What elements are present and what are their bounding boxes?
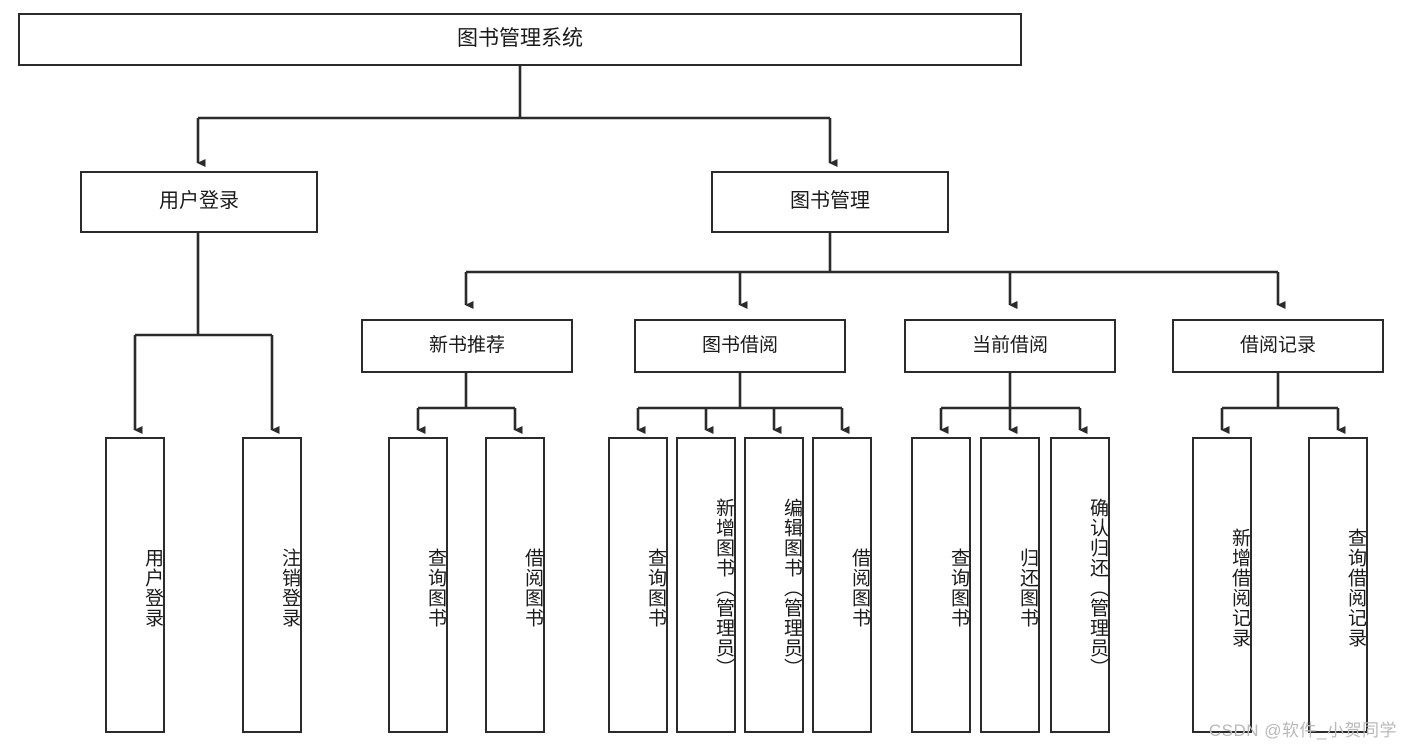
- node-current-borrow[interactable]: 当前借阅: [904, 319, 1116, 373]
- node-label: 注销登录: [279, 548, 300, 628]
- leaf-query-book-current[interactable]: 查询图书: [911, 437, 971, 733]
- node-label: 当前借阅: [971, 334, 1048, 356]
- leaf-add-borrow-record[interactable]: 新增借阅记录: [1192, 437, 1252, 733]
- node-label: 图书管理系统: [457, 27, 583, 51]
- leaf-logout[interactable]: 注销登录: [242, 437, 302, 733]
- node-label: 图书管理: [790, 190, 870, 213]
- leaf-confirm-return-admin[interactable]: 确认归还（管理员）: [1050, 437, 1110, 733]
- node-label: 借阅记录: [1239, 334, 1316, 356]
- leaf-user-login[interactable]: 用户登录: [105, 437, 165, 733]
- node-label: 借阅图书: [849, 548, 870, 628]
- node-root-book-management-system[interactable]: 图书管理系统: [18, 13, 1022, 66]
- leaf-borrow-book[interactable]: 借阅图书: [812, 437, 872, 733]
- node-label: 归还图书: [1017, 548, 1038, 628]
- leaf-query-book-recommend[interactable]: 查询图书: [388, 437, 448, 733]
- leaf-query-borrow-record[interactable]: 查询借阅记录: [1308, 437, 1368, 733]
- leaf-return-book[interactable]: 归还图书: [980, 437, 1040, 733]
- node-label: 图书借阅: [701, 334, 778, 356]
- node-label: 用户登录: [159, 190, 239, 213]
- node-label: 查询借阅记录: [1345, 528, 1366, 648]
- node-user-login[interactable]: 用户登录: [80, 171, 318, 233]
- node-label: 新书推荐: [428, 334, 505, 356]
- node-label: 用户登录: [142, 548, 163, 628]
- node-new-book-recommend[interactable]: 新书推荐: [361, 319, 573, 373]
- node-label: 新增图书（管理员）: [713, 498, 734, 678]
- node-label: 查询图书: [948, 548, 969, 628]
- node-borrow-record[interactable]: 借阅记录: [1172, 319, 1384, 373]
- leaf-borrow-book-recommend[interactable]: 借阅图书: [485, 437, 545, 733]
- node-label: 新增借阅记录: [1229, 528, 1250, 648]
- node-label: 查询图书: [645, 548, 666, 628]
- leaf-add-book-admin[interactable]: 新增图书（管理员）: [676, 437, 736, 733]
- node-label: 借阅图书: [522, 548, 543, 628]
- node-book-borrow[interactable]: 图书借阅: [634, 319, 846, 373]
- node-book-management[interactable]: 图书管理: [711, 171, 949, 233]
- node-label: 编辑图书（管理员）: [781, 498, 802, 678]
- node-label: 确认归还（管理员）: [1087, 498, 1108, 678]
- node-label: 查询图书: [425, 548, 446, 628]
- leaf-query-book-borrow[interactable]: 查询图书: [608, 437, 668, 733]
- leaf-edit-book-admin[interactable]: 编辑图书（管理员）: [744, 437, 804, 733]
